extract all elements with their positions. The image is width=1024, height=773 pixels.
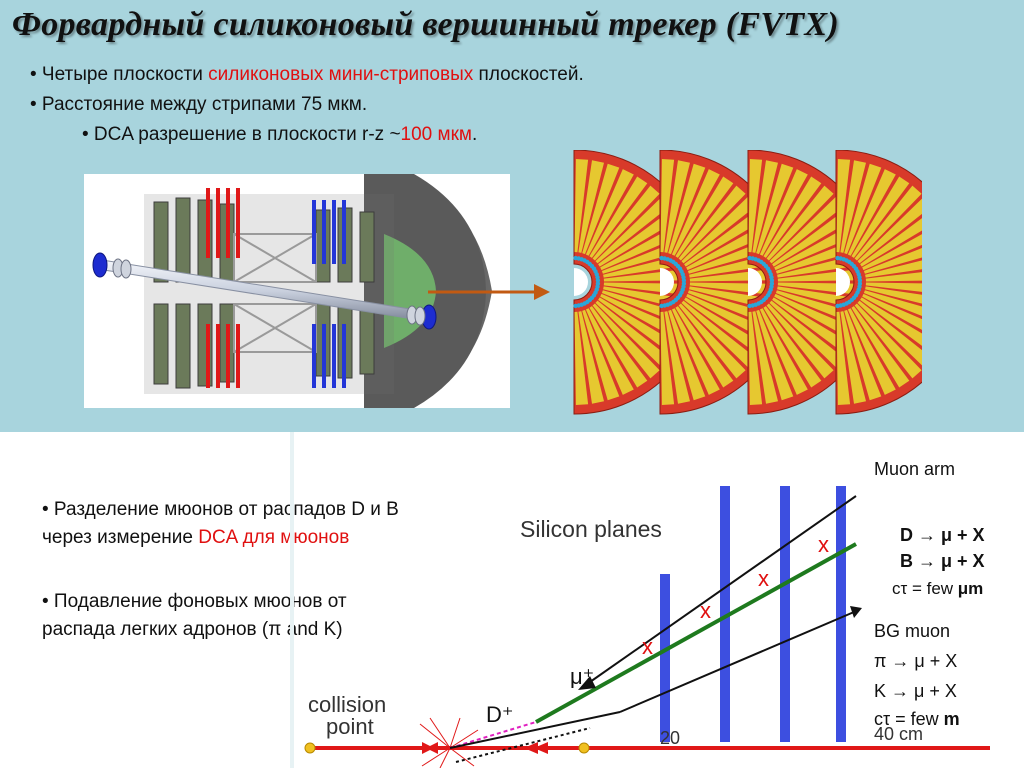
collision-burst (419, 717, 479, 769)
silicon-wedge-2 (659, 150, 793, 415)
axis-tick-20: 20 (660, 728, 681, 748)
lower-bullet-hadrons: распада легких адронов (π and K) (42, 619, 343, 640)
d-decay-label: D → μ + X (900, 525, 985, 545)
bullet-dca-end: . (471, 124, 478, 145)
bullet-dca: • DCA разрешение в плоскости r-z ~100 мк… (82, 124, 477, 146)
muon-arm-label: Muon arm (874, 459, 956, 479)
beam-axis (304, 742, 990, 754)
silicon-planes-label: Silicon planes (520, 516, 662, 542)
hit-mark-3: x (758, 566, 769, 591)
lower-bullet-separation: • Разделение мюонов от распадов D и B (42, 499, 399, 520)
arrow-to-planes (428, 284, 550, 300)
lower-bullet-dca: через измерение DCA для мюонов (42, 524, 349, 552)
lower-bullet-suppression: • Подавление фоновых мюонов от (42, 591, 347, 612)
bg-muon-track (449, 606, 862, 763)
ctau-signal-text: cτ = few (892, 579, 958, 598)
lower-dca-highlight: DCA для мюонов (198, 527, 350, 548)
pi-decay-label: π → μ + X (874, 651, 958, 671)
bullet-planes-end: плоскостей. (473, 64, 584, 85)
hit-mark-1: x (642, 634, 653, 659)
collision-label-line1: collision (308, 692, 387, 717)
ctau-signal-label: cτ = few μm (892, 578, 983, 600)
bullet-strip-pitch: • Расстояние между стрипами 75 мкм. (30, 94, 368, 115)
axis-tick-40: 40 cm (874, 724, 924, 744)
ctau-bg-label: cτ = few m (874, 708, 960, 730)
bullet-planes-highlight: силиконовых мини-стриповых (208, 64, 474, 85)
silicon-plane-wedges-image (552, 150, 922, 430)
b-decay-label: B → μ + X (900, 551, 985, 571)
ctau-bg-unit: m (943, 709, 960, 729)
lower-dca-text: через измерение (42, 527, 199, 548)
ctau-bg-text: cτ = few (874, 709, 944, 729)
collision-label-line2: point (326, 714, 374, 739)
bg-muon-label: BG muon (874, 621, 951, 641)
mu-plus-label: μ⁺ (570, 664, 595, 689)
silicon-plane-bars (660, 486, 846, 742)
hit-mark-2: x (700, 598, 711, 623)
bullet-planes-text: • Четыре плоскости (30, 64, 209, 85)
signal-muon-track (535, 495, 857, 724)
bullet-planes: • Четыре плоскости силиконовых мини-стри… (30, 64, 584, 86)
slide-title: Форвардный силиконовый вершинный трекер … (12, 6, 839, 43)
silicon-wedge-4 (835, 150, 922, 415)
bullet-dca-highlight: 100 мкм (400, 124, 472, 145)
d-plus-label: D⁺ (486, 702, 514, 727)
bullet-dca-text: • DCA разрешение в плоскости r-z ~ (82, 124, 401, 145)
d-meson-track (449, 721, 537, 749)
k-decay-label: K → μ + X (874, 681, 957, 701)
hit-mark-4: x (818, 532, 829, 557)
ctau-signal-unit: μm (957, 579, 984, 598)
